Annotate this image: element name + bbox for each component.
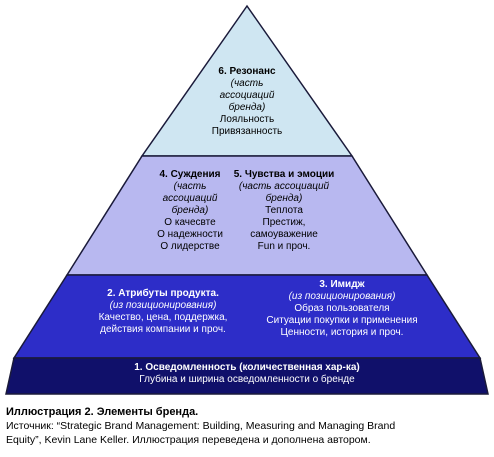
caption-title: Иллюстрация 2. Элементы бренда. [6,406,199,418]
feelings-block: 5. Чувства и эмоции (часть ассоциаций бр… [224,169,344,253]
figure-caption: Иллюстрация 2. Элементы бренда. Источник… [6,405,490,447]
feelings-item-prestige: Престиж, [262,217,306,228]
feelings-title: 5. Чувства и эмоции [233,169,335,180]
image-sub: (из позиционирования) [288,291,396,302]
judgments-item-leadership: О лидерстве [160,241,220,252]
resonance-block: 6. Резонанс (часть ассоциаций бренда) Ло… [187,66,307,138]
brand-pyramid [5,4,489,395]
resonance-sub-3: бренда) [228,102,266,113]
resonance-sub-2: ассоциаций [219,90,275,101]
caption-source-line-1: Источник: “Strategic Brand Management: B… [6,420,396,432]
awareness-title: 1. Осведомленность (количественная хар-к… [134,362,360,373]
resonance-item-attachment: Привязанность [211,126,283,137]
image-block: 3. Имидж (из позиционирования) Образ пол… [262,279,422,339]
judgments-title: 4. Суждения [159,169,221,180]
awareness-item: Глубина и ширина осведомленности о бренд… [139,374,355,385]
attributes-item-2: действия компании и проч. [100,324,226,335]
judgments-item-quality: О качесвте [164,217,216,228]
feelings-sub-1: (часть ассоциаций [238,181,330,192]
attributes-title: 2. Атрибуты продукта. [107,288,219,299]
feelings-item-warmth: Теплота [265,205,303,216]
judgments-sub-3: бренда) [171,205,209,216]
image-item-user: Образ пользователя [294,303,390,314]
image-item-situations: Ситуации покупки и применения [266,315,418,326]
feelings-item-self-esteem: самоуважение [250,229,318,240]
attributes-block: 2. Атрибуты продукта. (из позиционирован… [78,288,248,336]
feelings-sub-2: бренда) [265,193,303,204]
tier-awareness [5,357,489,395]
attributes-item-1: Качество, цена, поддержка, [98,312,228,323]
judgments-item-reliability: О надежности [157,229,223,240]
judgments-block: 4. Суждения (часть ассоциаций бренда) О … [140,169,240,253]
image-item-values: Ценности, история и проч. [280,327,404,338]
judgments-sub-1: (часть [173,181,207,192]
awareness-block: 1. Осведомленность (количественная хар-к… [47,362,447,386]
resonance-item-loyalty: Лояльность [219,114,275,125]
resonance-sub-1: (часть [230,78,264,89]
resonance-title: 6. Резонанс [218,66,276,77]
caption-source-line-2: Equity”, Kevin Lane Keller. Иллюстрация … [6,434,371,446]
image-title: 3. Имидж [319,279,365,290]
judgments-sub-2: ассоциаций [162,193,218,204]
feelings-item-fun: Fun и проч. [257,241,311,252]
attributes-sub: (из позиционирования) [109,300,217,311]
